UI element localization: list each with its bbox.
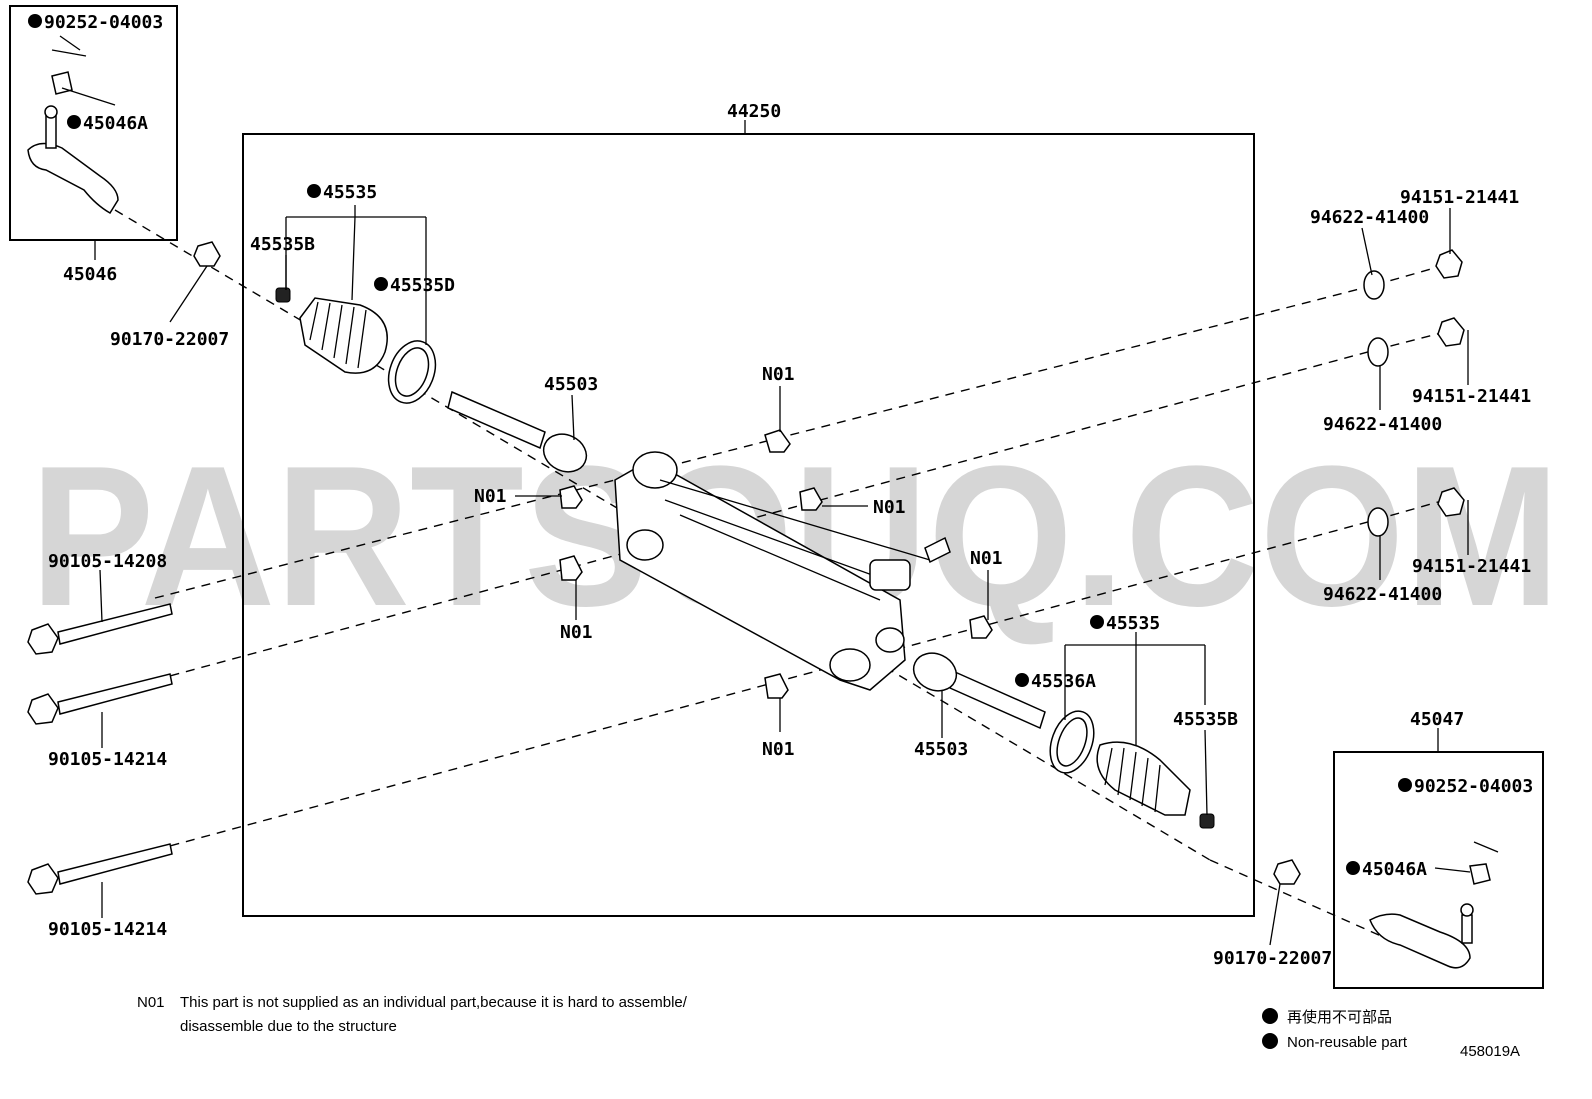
label-45535-top: 45535 bbox=[323, 182, 377, 203]
diagram-id: 458019A bbox=[1460, 1043, 1520, 1060]
bolt-90105-14208 bbox=[27, 603, 173, 655]
steering-rack-housing bbox=[614, 451, 951, 691]
nut-94151-3 bbox=[1437, 487, 1465, 517]
footnote-code: N01 bbox=[137, 994, 165, 1011]
label-45503-bottom: 45503 bbox=[914, 739, 968, 760]
small-clamp-top bbox=[275, 287, 291, 303]
label-90170-22007-left: 90170-22007 bbox=[110, 329, 229, 350]
bolt-90105-14214-b bbox=[27, 843, 173, 895]
left-tie-rod-inset bbox=[9, 5, 178, 241]
label-90105-14214-a: 90105-14214 bbox=[48, 749, 167, 770]
nut-94151-2 bbox=[1437, 317, 1465, 347]
label-94151-21441-3: 94151-21441 bbox=[1412, 556, 1531, 577]
label-n01-right: N01 bbox=[970, 548, 1003, 569]
label-90105-14208: 90105-14208 bbox=[48, 551, 167, 572]
non-reusable-marker bbox=[374, 277, 388, 291]
nut-right bbox=[1273, 859, 1301, 885]
footnote: N01 This part is not supplied as an indi… bbox=[137, 994, 688, 1035]
label-90252-04003: 90252-04003 bbox=[44, 12, 163, 33]
band-clamp-top bbox=[387, 340, 437, 404]
legend-en: Non-reusable part bbox=[1287, 1034, 1408, 1051]
non-reusable-marker bbox=[28, 14, 42, 28]
small-clamp-bottom bbox=[1199, 813, 1215, 829]
label-45535-bottom: 45535 bbox=[1106, 613, 1160, 634]
label-45503-top: 45503 bbox=[544, 374, 598, 395]
washer-1 bbox=[1363, 270, 1385, 300]
label-n01-mid: N01 bbox=[873, 497, 906, 518]
bolt-90105-14214-a bbox=[27, 673, 173, 725]
label-n01-bottom: N01 bbox=[762, 739, 795, 760]
label-45535B-bottom: 45535B bbox=[1173, 709, 1238, 730]
label-n01-top: N01 bbox=[762, 364, 795, 385]
label-90252-04003-right: 90252-04003 bbox=[1414, 776, 1533, 797]
label-45536A: 45536A bbox=[1031, 671, 1096, 692]
assembly-axes bbox=[114, 209, 1446, 941]
bushings bbox=[559, 429, 993, 699]
label-n01-left: N01 bbox=[474, 486, 507, 507]
label-45046: 45046 bbox=[63, 264, 117, 285]
footnote-line-2: disassemble due to the structure bbox=[180, 1018, 397, 1035]
label-45047: 45047 bbox=[1410, 709, 1464, 730]
non-reusable-marker bbox=[1015, 673, 1029, 687]
boot-bottom bbox=[1096, 741, 1191, 816]
inner-tie-rod-top bbox=[447, 390, 588, 473]
nut-94151-1 bbox=[1435, 249, 1463, 279]
label-94622-41400-2: 94622-41400 bbox=[1323, 414, 1442, 435]
label-44250: 44250 bbox=[727, 101, 781, 122]
washer-3 bbox=[1367, 507, 1389, 537]
footnote-line-1: This part is not supplied as an individu… bbox=[180, 994, 688, 1011]
non-reusable-marker bbox=[1090, 615, 1104, 629]
label-90105-14214-b: 90105-14214 bbox=[48, 919, 167, 940]
non-reusable-marker bbox=[307, 184, 321, 198]
label-45535D: 45535D bbox=[390, 275, 455, 296]
label-94622-41400-3: 94622-41400 bbox=[1323, 584, 1442, 605]
legend-marker-en bbox=[1262, 1033, 1278, 1049]
label-90170-22007-right: 90170-22007 bbox=[1213, 948, 1332, 969]
boot-top bbox=[299, 297, 388, 374]
tie-rod-end-left bbox=[27, 49, 119, 215]
label-94151-21441-2: 94151-21441 bbox=[1412, 386, 1531, 407]
band-clamp-bottom bbox=[1049, 710, 1095, 774]
inner-tie-rod-bottom bbox=[912, 652, 1046, 730]
label-94151-21441-1: 94151-21441 bbox=[1400, 187, 1519, 208]
non-reusable-marker bbox=[67, 115, 81, 129]
part-labels: 44250 45046 45047 90252-04003 45046A 901… bbox=[28, 12, 1533, 969]
label-45046A-right: 45046A bbox=[1362, 859, 1427, 880]
legend: 再使用不可部品 Non-reusable part 458019A bbox=[1262, 1008, 1520, 1060]
assembly-box bbox=[242, 133, 1255, 917]
label-45046A: 45046A bbox=[83, 113, 148, 134]
non-reusable-marker bbox=[1346, 861, 1360, 875]
washer-2 bbox=[1367, 337, 1389, 367]
legend-jp: 再使用不可部品 bbox=[1287, 1009, 1392, 1026]
label-94622-41400-1: 94622-41400 bbox=[1310, 207, 1429, 228]
leader-lines bbox=[59, 35, 1471, 946]
legend-marker-jp bbox=[1262, 1008, 1278, 1024]
tie-rod-end-right bbox=[1369, 841, 1499, 969]
label-n01-below: N01 bbox=[560, 622, 593, 643]
non-reusable-marker bbox=[1398, 778, 1412, 792]
nut-left bbox=[193, 241, 221, 267]
label-45535B-top: 45535B bbox=[250, 234, 315, 255]
